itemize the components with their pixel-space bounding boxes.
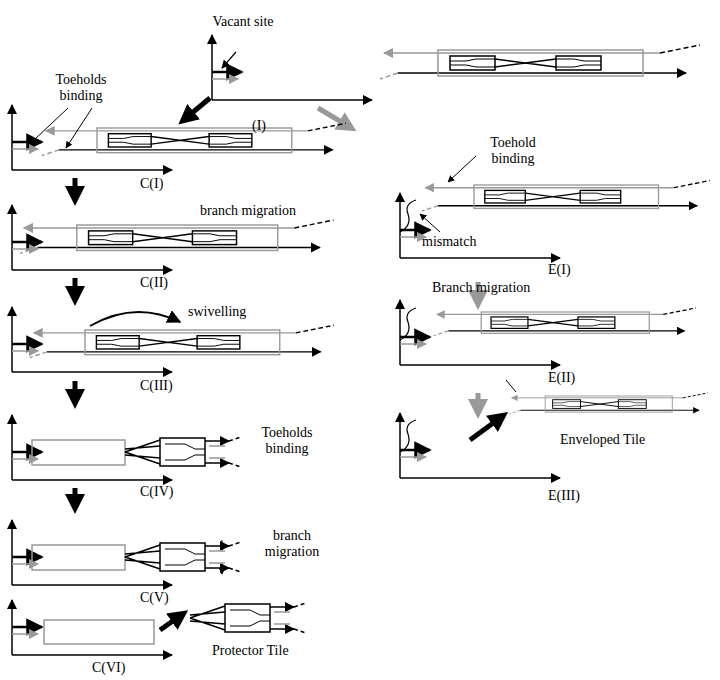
drawing-stroke (90, 312, 180, 326)
callout-label: Toeholds binding (252, 425, 322, 457)
tile (434, 308, 696, 336)
tile (20, 220, 334, 253)
substrate-axes (400, 300, 560, 365)
drawing-stroke (12, 626, 42, 629)
tile (42, 123, 346, 155)
stage-label: C(II) (140, 275, 168, 291)
stage-label: (I) (252, 118, 266, 134)
drawing-stroke (476, 393, 481, 409)
tile (422, 181, 710, 212)
tile-label: Protector Tile (212, 643, 289, 659)
substrate-axes (12, 105, 172, 170)
tile (30, 325, 334, 357)
stage-label: C(VI) (92, 660, 125, 676)
callout-label: Toeholds binding (46, 72, 116, 104)
stage-label: E(III) (548, 488, 580, 504)
tile (380, 45, 700, 79)
step-label: branch migration (200, 203, 296, 219)
protector-tile (190, 603, 306, 633)
drawing-stroke (73, 178, 78, 196)
substrate-axes (12, 205, 172, 270)
tile-label: Enveloped Tile (560, 432, 645, 448)
enveloped-tile (509, 393, 707, 414)
stage-label: C(III) (140, 378, 173, 394)
step-label: Branch migration (432, 280, 530, 296)
drawing-stroke (222, 52, 236, 68)
stage-label: C(IV) (140, 484, 173, 500)
step-label: swivelling (188, 304, 246, 320)
drawing-stroke (186, 98, 210, 118)
drawing-stroke (318, 108, 348, 126)
step-label: branch migration (252, 528, 332, 560)
drawing-stroke (12, 654, 172, 656)
drawing-stroke (73, 278, 78, 296)
substrate-axes (400, 193, 560, 258)
stage-label: E(II) (548, 370, 575, 386)
callout-label: Toehold binding (478, 135, 548, 167)
drawing-stroke (44, 620, 154, 644)
drawing-stroke (400, 308, 416, 340)
stage-label: E(I) (548, 262, 571, 278)
stage-label: C(V) (140, 590, 169, 606)
stage-label: C(I) (140, 176, 163, 192)
drawing-stroke (73, 488, 78, 504)
drawing-stroke (448, 156, 476, 182)
drawing-stroke (506, 380, 516, 392)
drawing-stroke (12, 633, 38, 635)
callout-label: Vacant site (212, 14, 274, 30)
swivelled-tile (125, 542, 241, 572)
drawing-stroke (160, 616, 180, 630)
drawing-stroke (32, 545, 125, 570)
swivelled-tile (125, 437, 241, 467)
drawing-stroke (400, 420, 416, 452)
drawing-stroke (400, 200, 416, 232)
drawing-stroke (470, 418, 500, 440)
callout-label: mismatch (422, 234, 476, 250)
drawing-stroke (420, 214, 440, 232)
drawing-stroke (34, 108, 92, 148)
drawing-stroke (73, 381, 78, 399)
drawing-stroke (222, 540, 223, 574)
substrate-axes (400, 413, 560, 478)
vacant-site-axes (212, 35, 372, 100)
drawing-stroke (32, 440, 125, 465)
